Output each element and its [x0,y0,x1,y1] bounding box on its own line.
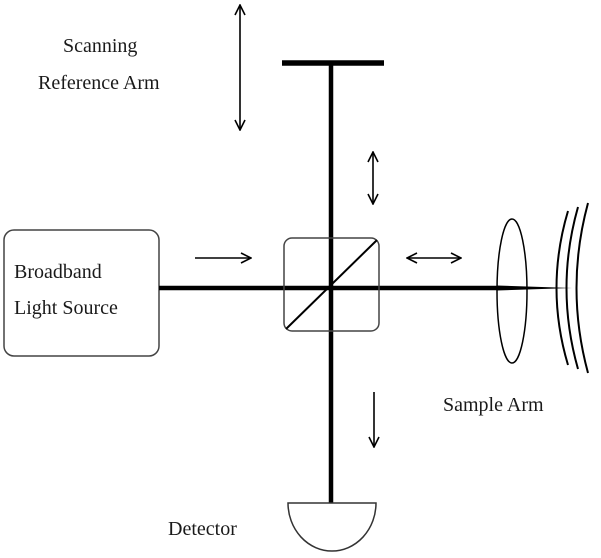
sample-layer-3 [575,202,589,374]
detector-label: Detector [168,518,237,540]
sample-layer-2 [565,206,579,370]
light-source-label-line1: Broadband [14,261,102,283]
beam-splitter-cube [283,237,380,332]
beam-splitter-diagonal [285,239,378,330]
focused-beam [497,285,572,291]
reference-arm-label-line2: Reference Arm [38,72,160,94]
sample-layer-1 [555,210,569,366]
reference-arm-label-line1: Scanning [63,35,138,57]
sample-arm-label: Sample Arm [443,394,544,416]
detector-shape [287,502,377,552]
light-source-label-line2: Light Source [14,297,118,319]
light-source-box [3,229,160,357]
sample-lens [496,218,528,364]
